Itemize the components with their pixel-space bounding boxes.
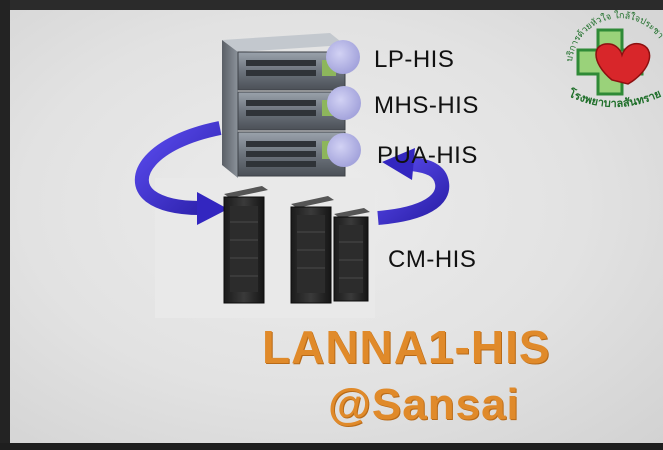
dark-edge <box>0 0 10 450</box>
lp-his-node-circle <box>326 40 360 74</box>
mhs-his-node-circle <box>327 86 361 120</box>
tower-server <box>333 208 370 302</box>
sync-arrow-left <box>134 121 228 225</box>
tower-server <box>290 196 334 304</box>
dark-edge <box>0 443 663 450</box>
rack-server-stack <box>222 33 346 178</box>
slide-title: LANNA1-HIS <box>262 321 551 373</box>
pua-his-node-circle <box>327 133 361 167</box>
lp-his-label: LP-HIS <box>374 46 455 73</box>
cm-his-label: CM-HIS <box>388 246 477 273</box>
slide-subtitle: @Sansai <box>328 380 520 429</box>
pua-his-label: PUA-HIS <box>377 142 478 169</box>
sync-arrow-right <box>377 148 450 225</box>
hospital-heart-cross-logo: บริการด้วยหัวใจ ใกล้ใจประชา โรงพยาบาลสัน… <box>565 10 663 110</box>
tower-server <box>223 186 268 304</box>
mhs-his-label: MHS-HIS <box>374 92 479 119</box>
